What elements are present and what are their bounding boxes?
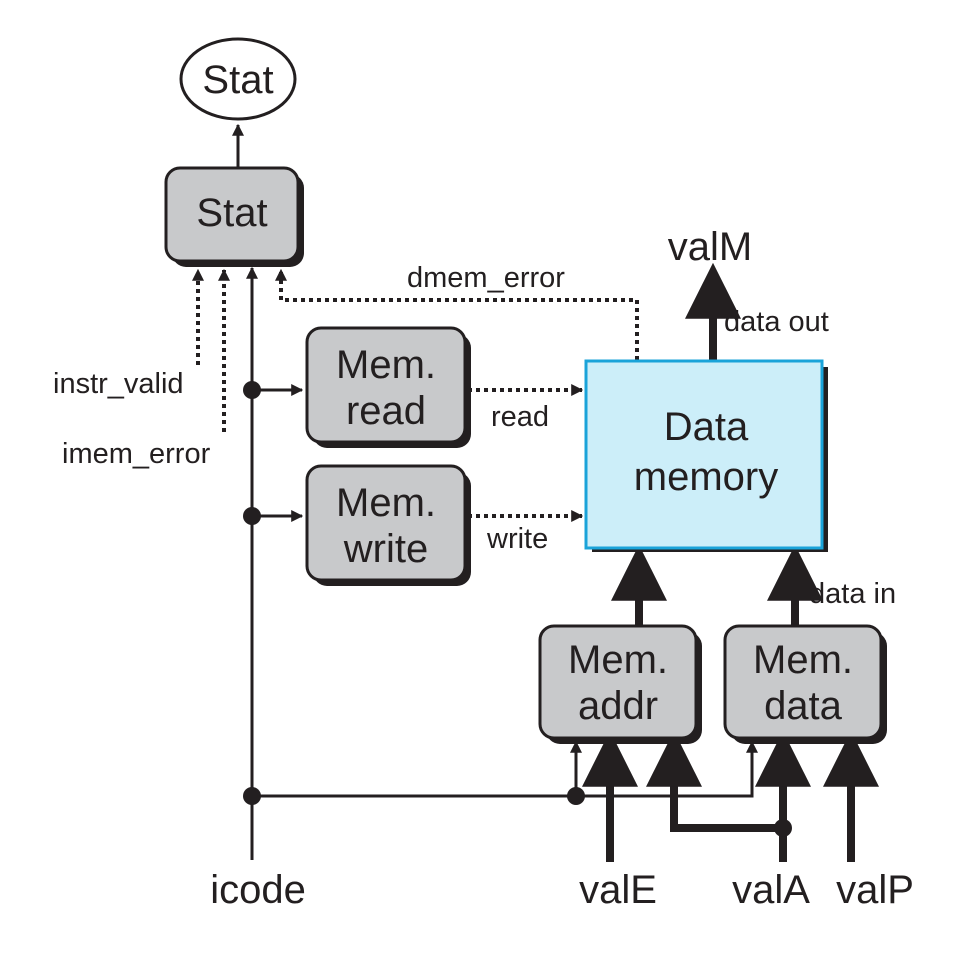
junction-dot (774, 819, 792, 837)
data-memory-line2: memory (634, 455, 778, 499)
data-in-label: data in (809, 578, 896, 610)
imem-error-label: imem_error (62, 438, 211, 470)
read-label: read (491, 401, 549, 433)
mem-data-line2: data (764, 684, 843, 728)
valM-label: valM (668, 225, 752, 269)
data-wires (582, 262, 879, 862)
stat-output-ellipse: Stat (179, 37, 297, 121)
mem-read-line1: Mem. (336, 343, 436, 387)
junctions (243, 381, 792, 837)
junction-dot (567, 787, 585, 805)
mem-addr-block: Mem. addr (538, 624, 702, 744)
stat-block: Stat (164, 166, 304, 267)
mem-write-line1: Mem. (336, 481, 436, 525)
valP-label: valP (836, 868, 914, 912)
stat-block-label: Stat (196, 191, 267, 235)
mem-write-block: Mem. write (305, 464, 471, 586)
mem-addr-line2: addr (578, 684, 658, 728)
valE-label: valE (579, 868, 657, 912)
icode-bus-wire (252, 740, 758, 798)
valA-label: valA (732, 868, 810, 912)
write-label: write (486, 523, 548, 555)
junction-dot (243, 787, 261, 805)
data-memory-block: Data memory (584, 359, 828, 552)
stat-output-label: Stat (202, 58, 273, 102)
mem-write-line2: write (343, 527, 428, 571)
mem-read-block: Mem. read (305, 326, 471, 448)
mem-addr-line1: Mem. (568, 638, 668, 682)
dotted-wires (192, 268, 639, 522)
mem-data-line1: Mem. (753, 638, 853, 682)
valA-to-mem-addr-wire (646, 730, 783, 832)
instr-valid-label: instr_valid (53, 368, 184, 400)
junction-dot (243, 507, 261, 525)
data-memory-line1: Data (664, 405, 749, 449)
data-out-label: data out (724, 306, 829, 338)
junction-dot (243, 381, 261, 399)
mem-read-line2: read (346, 389, 426, 433)
icode-label: icode (210, 868, 306, 912)
mem-data-block: Mem. data (723, 624, 887, 744)
signal-labels: valM data out dmem_error instr_valid ime… (53, 225, 914, 912)
dmem-error-label: dmem_error (407, 262, 565, 294)
